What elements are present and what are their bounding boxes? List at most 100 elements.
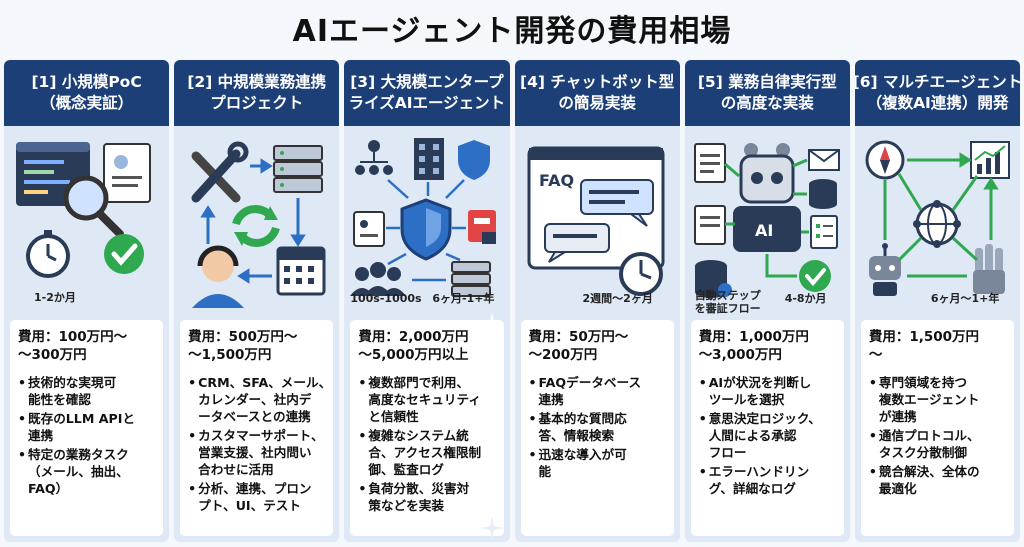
cost-text: 費用：500万円〜 〜1,500万円 — [188, 329, 298, 363]
column-small-poc: [1] 小規模PoC （概念実証） — [4, 60, 170, 542]
pricing-columns: [1] 小規模PoC （概念実証） — [4, 60, 1021, 542]
calendar-icon — [276, 246, 326, 296]
robot-hand-icon — [972, 244, 1005, 294]
cost-text: 費用：100万円〜 〜300万円 — [18, 329, 128, 363]
column-subtitle: ライズAIエージェント — [348, 94, 506, 112]
column-header: [2] 中規模業務連携 プロジェクト — [174, 60, 340, 126]
duration-label: 6ヶ月〜1+年 — [930, 292, 1000, 305]
column-subtitle: （複数AI連携）開発 — [866, 94, 1009, 112]
globe-icon — [912, 200, 961, 248]
duration-label: 2週間〜2ヶ月 — [582, 292, 653, 305]
cost-card: 費用：2,000万円 〜5,000万円以上 複数部門で利用、高度なセキュリティと… — [350, 320, 504, 536]
server-icon — [273, 145, 324, 193]
headset-agent-icon — [192, 245, 245, 308]
duration-label: 6ヶ月-1+年 — [432, 292, 495, 305]
cost-text: 費用：2,000万円 〜5,000万円以上 — [358, 329, 469, 363]
workflow-label: 自動ステップ を審証フロー — [694, 289, 761, 315]
column-subtitle: の簡易実装 — [558, 94, 636, 112]
clock-icon — [618, 252, 663, 296]
column-title: [1] 小規模PoC — [31, 73, 142, 91]
sparkle-icon — [480, 516, 505, 540]
column-header: [3] 大規模エンタープ ライズAIエージェント — [344, 60, 510, 126]
document-icon — [103, 143, 151, 203]
column-header: [6] マルチエージェント （複数AI連携）開発 — [854, 60, 1021, 126]
column-header: [4] チャットボット型 の簡易実装 — [514, 60, 680, 126]
column-subtitle: の高度な実装 — [720, 94, 814, 112]
building-icon — [414, 138, 445, 180]
duration-label: 1-2か月 — [34, 291, 76, 304]
column-mid-integration: [2] 中規模業務連携 プロジェクト — [174, 60, 340, 542]
svg-text:FAQ: FAQ — [539, 171, 574, 190]
growth-chart-icon — [969, 141, 1010, 179]
duration-label: 4-8か月 — [784, 292, 827, 305]
column-header: [5] 業務自律実行型 の高度な実装 — [684, 60, 850, 126]
tools-icon — [191, 141, 249, 203]
illustration — [859, 136, 1015, 314]
list-item: 特定の業務タスク（メール、抽出、FAQ） — [18, 446, 157, 497]
illustration — [178, 136, 334, 314]
column-subtitle: （概念実証） — [40, 94, 134, 112]
robot-icon — [868, 243, 901, 296]
compass-icon — [865, 140, 905, 180]
cost-text: 費用：1,500万円 〜 — [868, 329, 980, 363]
cost-text: 費用：50万円〜 〜200万円 — [528, 329, 629, 363]
column-title: [4] チャットボット型 — [520, 73, 675, 91]
column-title: [6] マルチエージェント — [854, 73, 1021, 91]
column-title: [2] 中規模業務連携 — [187, 73, 327, 91]
lock-icon — [468, 210, 497, 244]
server-icon — [451, 261, 492, 297]
id-card-icon — [353, 211, 386, 247]
column-autonomous: [5] 業務自律実行型 の高度な実装 AI — [684, 60, 850, 542]
users-icon — [350, 262, 407, 296]
column-enterprise: [3] 大規模エンタープ ライズAIエージェント — [344, 60, 510, 542]
user-scale-label: 100s-1000s — [350, 292, 422, 305]
database-icon — [808, 179, 837, 209]
illustration — [348, 136, 504, 314]
chat-bubble-icon — [543, 223, 610, 263]
database-icon — [694, 260, 732, 298]
column-subtitle: プロジェクト — [210, 94, 304, 112]
cost-card: 費用：500万円〜 〜1,500万円 CRM、SFA、メール、カレンダー、社内デ… — [180, 320, 334, 536]
document-icon — [693, 205, 726, 245]
magnifier-icon — [63, 175, 124, 238]
check-icon — [798, 260, 831, 292]
sparkle-icon — [480, 312, 505, 336]
mail-icon — [807, 149, 840, 171]
column-chatbot: [4] チャットボット型 の簡易実装 FAQ — [514, 60, 680, 542]
refresh-icon — [232, 205, 281, 247]
shield-icon — [400, 198, 452, 261]
illustration: AI — [689, 136, 845, 314]
checklist-icon — [809, 215, 838, 249]
list-item: 通信プロトコル、タスク分散制御 — [869, 427, 1008, 461]
org-chart-icon — [355, 140, 394, 175]
page-title: AIエージェント開発の費用相場 — [292, 14, 732, 49]
shield-icon — [458, 140, 491, 180]
svg-text:AI: AI — [755, 221, 773, 240]
column-multi-agent: [6] マルチエージェント （複数AI連携）開発 — [854, 60, 1021, 542]
column-title: [3] 大規模エンタープ — [350, 73, 504, 91]
stopwatch-icon — [26, 230, 70, 278]
